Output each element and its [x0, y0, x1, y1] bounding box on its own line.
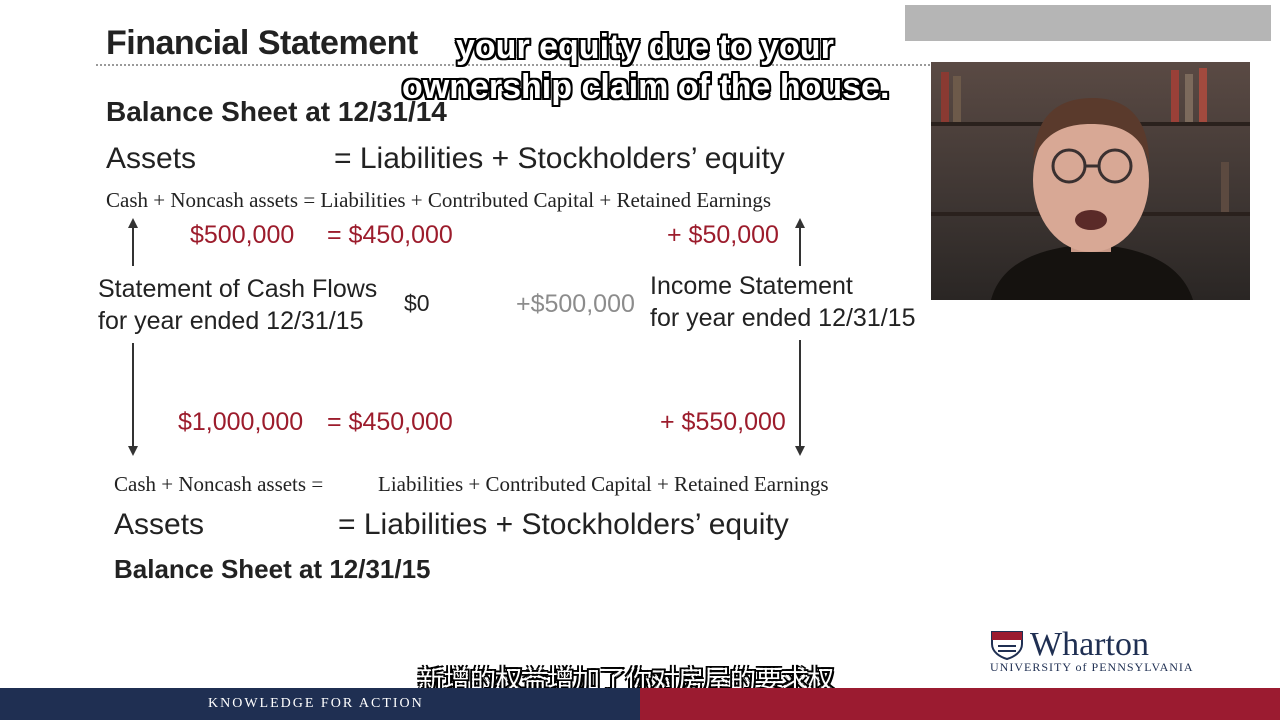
- liabilities-2014: = $450,000: [327, 221, 453, 249]
- wharton-logo-subtitle: UNIVERSITY of PENNSYLVANIA: [990, 660, 1194, 674]
- book: [941, 72, 949, 122]
- book: [1171, 70, 1179, 122]
- cash-flow-connector-bottom: [132, 343, 134, 447]
- cash-flows-label-line2: for year ended 12/31/15: [98, 307, 364, 335]
- book: [1221, 162, 1229, 212]
- bottom-detail-right: Liabilities + Contributed Capital + Reta…: [378, 472, 829, 496]
- footer-bar-navy: [0, 688, 640, 720]
- penn-shield-icon: [990, 630, 1024, 665]
- presenter-figure: [991, 98, 1193, 300]
- cash-2014: $500,000: [190, 221, 295, 249]
- arrow-down-icon: [128, 446, 138, 456]
- presenter-video: [931, 62, 1250, 300]
- cash-flows-value: $0: [404, 290, 430, 316]
- caption-english-line2: ownership claim of the house.: [402, 68, 890, 106]
- footer-bar-red: [640, 688, 1280, 720]
- top-equation-right: = Liabilities + Stockholders’ equity: [334, 142, 785, 175]
- footer-tagline: KNOWLEDGE FOR ACTION: [208, 696, 424, 711]
- top-detail-equation: Cash + Noncash assets = Liabilities + Co…: [106, 188, 772, 212]
- net-income-value: +$500,000: [516, 290, 635, 318]
- book: [1199, 68, 1207, 122]
- income-statement-label-line2: for year ended 12/31/15: [650, 304, 916, 332]
- bottom-equation-right: = Liabilities + Stockholders’ equity: [338, 508, 789, 541]
- income-connector-bottom: [799, 340, 801, 447]
- income-statement-label-line1: Income Statement: [650, 272, 853, 300]
- cash-flows-label-line1: Statement of Cash Flows: [98, 275, 378, 303]
- liabilities-2015: = $450,000: [327, 408, 453, 436]
- income-connector-top: [799, 226, 801, 266]
- bottom-equation-assets: Assets: [114, 508, 205, 541]
- top-equation-assets: Assets: [106, 142, 197, 175]
- book: [953, 76, 961, 122]
- slide-title: Financial Statement: [106, 24, 418, 62]
- title-divider: [96, 64, 930, 66]
- arrow-up-icon: [128, 218, 138, 228]
- retained-2014: + $50,000: [667, 221, 779, 249]
- video-overlay-bar: [905, 5, 1271, 41]
- cash-flow-connector-top: [132, 226, 134, 266]
- caption-english-line1: your equity due to your: [456, 28, 834, 66]
- wharton-logo-name: Wharton: [1030, 626, 1149, 663]
- arrow-down-icon: [795, 446, 805, 456]
- book: [1185, 74, 1193, 122]
- bottom-balance-sheet-heading: Balance Sheet at 12/31/15: [114, 554, 431, 584]
- cash-2015: $1,000,000: [178, 408, 304, 436]
- arrow-up-icon: [795, 218, 805, 228]
- top-balance-sheet-heading: Balance Sheet at 12/31/14: [106, 96, 447, 127]
- retained-2015: + $550,000: [660, 408, 786, 436]
- bottom-detail-left: Cash + Noncash assets =: [114, 472, 324, 496]
